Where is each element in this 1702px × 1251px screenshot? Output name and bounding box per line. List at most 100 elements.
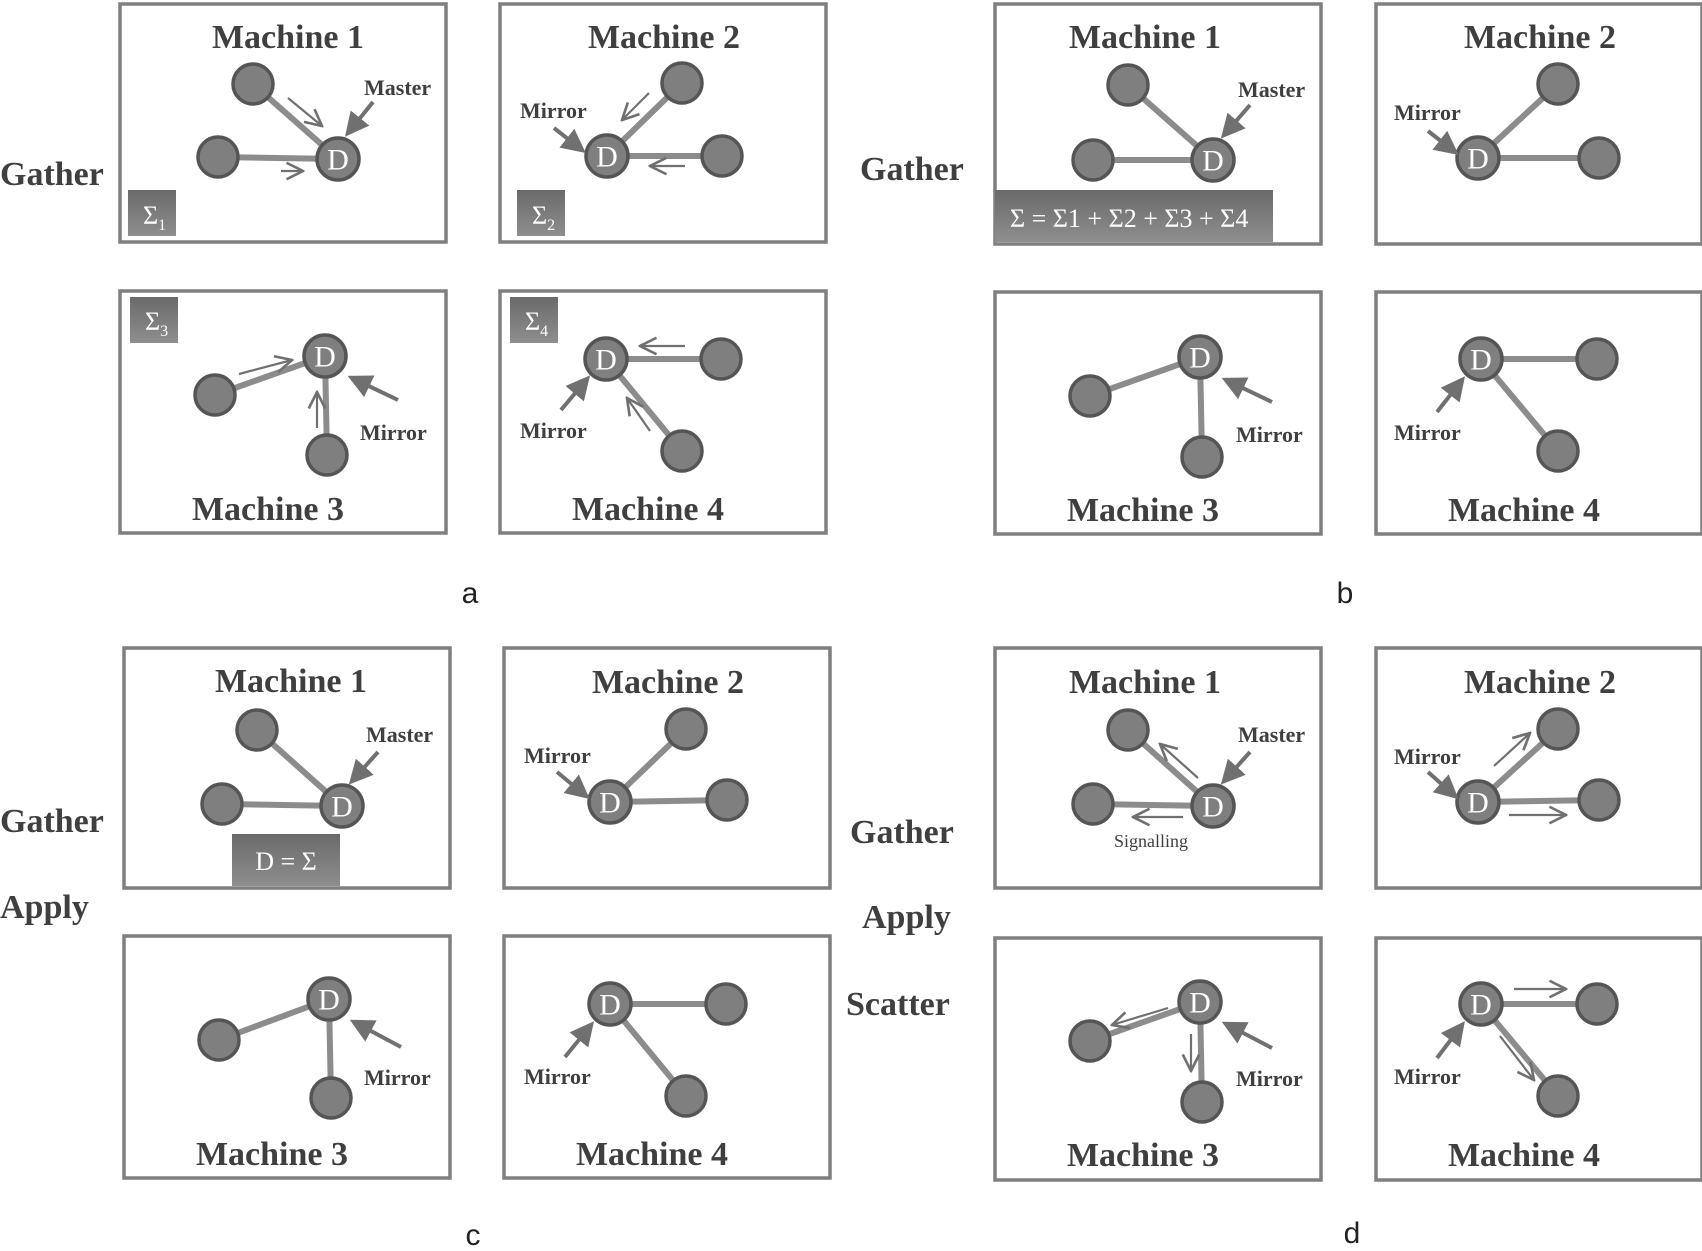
machine-title: Machine 1	[212, 19, 364, 56]
machine-frame	[993, 936, 1323, 1182]
graph-node	[1071, 138, 1115, 182]
vertex-label: D	[1467, 787, 1489, 820]
machine-frame	[118, 289, 448, 535]
machine-frame	[993, 2, 1323, 246]
graph-node	[704, 982, 748, 1026]
graph-node	[1068, 374, 1112, 418]
vertex-label: D	[1189, 987, 1211, 1020]
machine-frame	[118, 2, 448, 244]
mirror-label: Mirror	[524, 743, 591, 768]
graph-node	[699, 337, 743, 381]
panel-c: Gather Apply Machine 1 D Master D = Σ Ma…	[0, 646, 832, 1251]
vertex-label: D	[599, 989, 621, 1022]
machine-frame	[1374, 2, 1702, 246]
partial-sum-box	[130, 297, 178, 343]
mirror-label: Mirror	[360, 420, 427, 445]
graph-node	[231, 62, 275, 106]
apply-formula: D = Σ	[255, 847, 317, 876]
machine-frame	[993, 646, 1323, 890]
partial-sum-box	[510, 297, 558, 343]
graph-node	[1071, 782, 1115, 826]
mirror-vertex	[1458, 981, 1504, 1027]
master-label: Master	[364, 75, 431, 100]
machine-title: Machine 4	[576, 1136, 728, 1173]
mirror-vertex	[583, 336, 629, 382]
phase-label-scatter: Scatter	[846, 986, 950, 1023]
graph-node	[1577, 778, 1621, 822]
mirror-label: Mirror	[1394, 420, 1461, 445]
mirror-label: Mirror	[1394, 100, 1461, 125]
panel-d: Gather Apply Scatter Machine 1 D Master …	[846, 646, 1702, 1250]
panel-b-machine-4: Machine 4 D Mirror	[1374, 290, 1702, 536]
graph-node	[309, 1076, 353, 1120]
machine-title: Machine 4	[1448, 1137, 1600, 1174]
graph-node	[1106, 63, 1150, 107]
scatter-arrow	[1493, 733, 1530, 767]
mirror-label: Mirror	[520, 98, 587, 123]
partial-sum-label: Σ1	[143, 201, 166, 234]
panel-c-machine-4: Machine 4 D Mirror	[502, 934, 832, 1180]
mirror-label: Mirror	[1394, 1064, 1461, 1089]
graph-node	[660, 61, 704, 105]
graph-node	[1575, 982, 1619, 1026]
machine-frame	[1374, 646, 1702, 890]
panel-c-machine-1: Machine 1 D Master D = Σ	[122, 646, 452, 890]
machine-title: Machine 3	[1067, 1137, 1219, 1174]
panel-d-machine-4: Machine 4 D Mirror	[1374, 936, 1702, 1182]
mirror-vertex	[1455, 779, 1501, 825]
machine-frame	[502, 934, 832, 1180]
mirror-vertex	[1177, 979, 1223, 1025]
master-pointer-arrow	[344, 100, 375, 137]
scatter-arrow	[1499, 1035, 1534, 1080]
partial-sum-label: Σ3	[145, 307, 168, 340]
master-vertex	[315, 136, 361, 182]
vertex-label: D	[595, 344, 617, 377]
vertex-label: D	[596, 141, 618, 174]
graph-node	[1180, 1080, 1224, 1124]
phase-label-apply: Apply	[862, 899, 951, 936]
phase-label-gather: Gather	[0, 803, 104, 840]
graph-node	[664, 1074, 708, 1118]
global-sum-box	[995, 190, 1273, 242]
panel-a-machine-3: Machine 3 D Mirror Σ3	[118, 289, 448, 535]
machine-frame	[122, 646, 452, 890]
graph-node	[1180, 435, 1224, 479]
mirror-pointer-arrow	[555, 770, 590, 800]
master-pointer-arrow	[1220, 750, 1252, 785]
graph-node	[705, 778, 749, 822]
signalling-label: Signalling	[1114, 831, 1188, 851]
panel-caption: b	[1337, 577, 1354, 610]
mirror-vertex	[1458, 336, 1504, 382]
panel-d-machine-3: Machine 3 D Mirror	[993, 936, 1323, 1182]
mirror-pointer-arrow	[1221, 1021, 1273, 1050]
scatter-arrow	[1112, 1006, 1169, 1025]
vertex-label: D	[1470, 344, 1492, 377]
panel-a-machine-2: Machine 2 D Mirror Σ2	[498, 2, 828, 244]
mirror-vertex	[302, 333, 348, 379]
mirror-vertex	[306, 976, 352, 1022]
mirror-vertex	[587, 981, 633, 1027]
gather-arrow	[287, 97, 322, 126]
vertex-label: D	[327, 144, 349, 177]
partial-sum-label: Σ2	[532, 201, 555, 234]
machine-title: Machine 2	[1464, 664, 1616, 701]
master-pointer-arrow	[1220, 103, 1252, 139]
vertex-label: D	[1202, 791, 1224, 824]
mirror-pointer-arrow	[563, 1021, 595, 1059]
phase-label-gather: Gather	[850, 814, 954, 851]
mirror-label: Mirror	[520, 418, 587, 443]
vertex-label: D	[599, 787, 621, 820]
vertex-label: D	[1189, 342, 1211, 375]
panel-b-machine-1: Machine 1 D Master Σ = Σ1 + Σ2 + Σ3 + Σ4	[993, 2, 1323, 246]
mirror-label: Mirror	[1236, 1066, 1303, 1091]
panel-caption: d	[1344, 1217, 1361, 1250]
panel-c-machine-3: Machine 3 D Mirror	[122, 934, 452, 1180]
machine-title: Machine 2	[592, 664, 744, 701]
master-label: Master	[366, 722, 433, 747]
mirror-pointer-arrow	[1435, 376, 1465, 414]
vertex-label: D	[314, 341, 336, 374]
panel-caption: a	[462, 577, 479, 610]
graph-node	[1536, 1074, 1580, 1118]
graph-node	[700, 134, 744, 178]
